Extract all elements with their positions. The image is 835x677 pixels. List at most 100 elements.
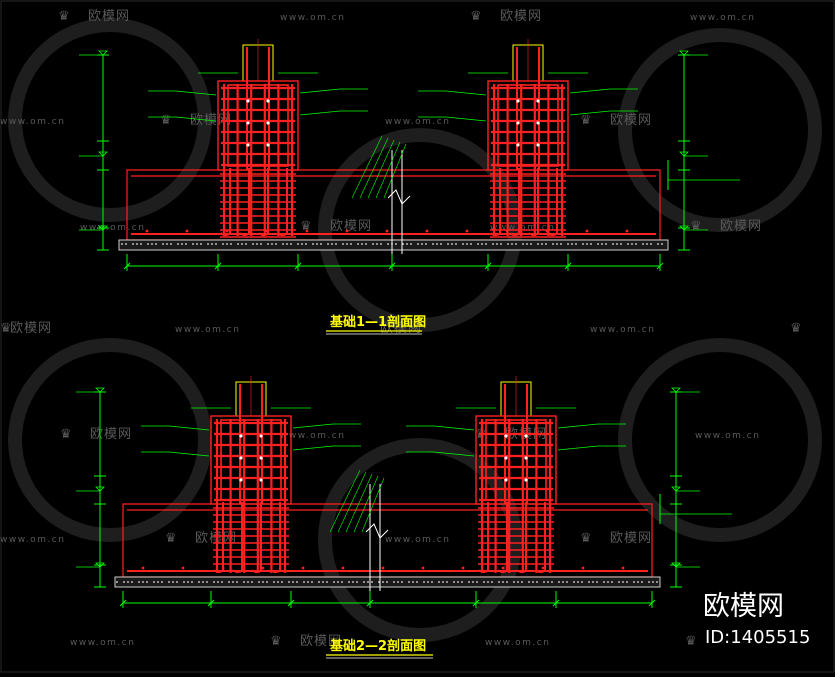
slab-bar-dot — [185, 229, 189, 233]
gravel-speck — [316, 243, 318, 245]
leader-diagonal — [375, 141, 401, 199]
dowel-hook — [490, 232, 501, 237]
bar-dot — [504, 478, 508, 482]
gravel-speck — [191, 581, 193, 583]
gravel-speck — [127, 581, 129, 583]
gravel-speck — [326, 581, 328, 583]
brand-name: 欧模网 — [703, 591, 784, 622]
gravel-speck — [256, 243, 258, 245]
svg-text:♛: ♛ — [270, 634, 283, 649]
gravel-speck — [477, 243, 479, 245]
slab-bar-dot — [381, 566, 385, 570]
gravel-speck — [136, 243, 138, 245]
section-2-title: 基础2—2剖面图 — [326, 638, 433, 659]
gravel-speck — [318, 581, 320, 583]
gravel-speck — [192, 243, 194, 245]
leader-line — [292, 423, 334, 429]
svg-text:欧模网: 欧模网 — [500, 9, 542, 24]
watermark-logo: ♛欧模网 — [0, 321, 51, 336]
gravel-speck — [397, 581, 399, 583]
watermark-url: www.om.cn — [690, 13, 755, 23]
gravel-speck — [412, 581, 414, 583]
gravel-speck — [408, 581, 410, 583]
dowel-hook — [239, 232, 250, 237]
gravel-speck — [361, 243, 363, 245]
gravel-speck — [348, 581, 350, 583]
svg-text:欧模网: 欧模网 — [380, 321, 422, 336]
gravel-speck — [202, 581, 204, 583]
slab-bar-dot — [581, 566, 585, 570]
gravel-speck — [125, 243, 127, 245]
gravel-speck — [198, 581, 200, 583]
gravel-speck — [442, 581, 444, 583]
inner-stirrup — [220, 419, 282, 501]
slab-bar-dot — [341, 566, 345, 570]
bar-dot — [536, 99, 540, 103]
watermark-url: www.om.cn — [0, 117, 65, 127]
bar-dot — [524, 478, 528, 482]
gravel-speck — [213, 581, 215, 583]
watermark-url: www.om.cn — [0, 535, 65, 545]
bar-dot — [259, 456, 263, 460]
gravel-speck — [386, 581, 388, 583]
slab-bar-dot — [261, 566, 265, 570]
gravel-speck — [453, 581, 455, 583]
gravel-speck — [417, 243, 419, 245]
foundation-section-2 — [76, 376, 732, 608]
slab-bar-dot — [465, 229, 469, 233]
elevation-triangle — [679, 50, 689, 56]
gravel-speck — [350, 243, 352, 245]
svg-text:欧模网: 欧模网 — [720, 219, 762, 234]
gravel-speck — [322, 581, 324, 583]
gravel-speck — [485, 243, 487, 245]
watermark-url: www.om.cn — [485, 638, 550, 648]
slab-bar-dot — [541, 566, 545, 570]
svg-text:♛: ♛ — [580, 113, 593, 128]
pier-outline — [487, 80, 569, 171]
gravel-speck — [541, 243, 543, 245]
gravel-speck — [567, 243, 569, 245]
leader-line — [569, 110, 611, 116]
gravel-speck — [616, 243, 618, 245]
gravel-speck — [296, 581, 298, 583]
slab-bar-dot — [145, 229, 149, 233]
dowel-hook — [547, 232, 558, 237]
gravel-speck — [258, 581, 260, 583]
gravel-speck — [612, 243, 614, 245]
brand-mark: 欧模网 ID:1405515 — [703, 591, 810, 648]
gravel-speck — [185, 243, 187, 245]
bar-dot — [239, 434, 243, 438]
gravel-speck — [251, 581, 253, 583]
gravel-speck — [121, 243, 123, 245]
dimension-tick — [207, 599, 215, 607]
gravel-speck — [162, 243, 164, 245]
leader-diagonal — [383, 143, 407, 199]
gravel-speck — [605, 243, 607, 245]
elevation-triangle — [679, 151, 689, 157]
gravel-speck — [515, 243, 517, 245]
dimension-tick — [287, 599, 295, 607]
gravel-speck — [147, 243, 149, 245]
gravel-speck — [451, 243, 453, 245]
dowel-hook — [509, 232, 520, 237]
watermark-url: www.om.cn — [695, 431, 760, 441]
gravel-speck — [506, 581, 508, 583]
slab-bar-dot — [621, 566, 625, 570]
gravel-speck — [176, 581, 178, 583]
gravel-speck — [217, 581, 219, 583]
gravel-speck — [140, 243, 142, 245]
gravel-speck — [372, 243, 374, 245]
gravel-speck — [432, 243, 434, 245]
gravel-speck — [627, 243, 629, 245]
gravel-speck — [262, 581, 264, 583]
elevation-triangle — [671, 486, 681, 492]
watermark-url: www.om.cn — [590, 325, 655, 335]
gravel-speck — [292, 581, 294, 583]
leader-line — [299, 88, 341, 94]
gravel-speck — [421, 243, 423, 245]
gravel-speck — [532, 581, 534, 583]
gravel-speck — [611, 581, 613, 583]
gravel-speck — [558, 581, 560, 583]
